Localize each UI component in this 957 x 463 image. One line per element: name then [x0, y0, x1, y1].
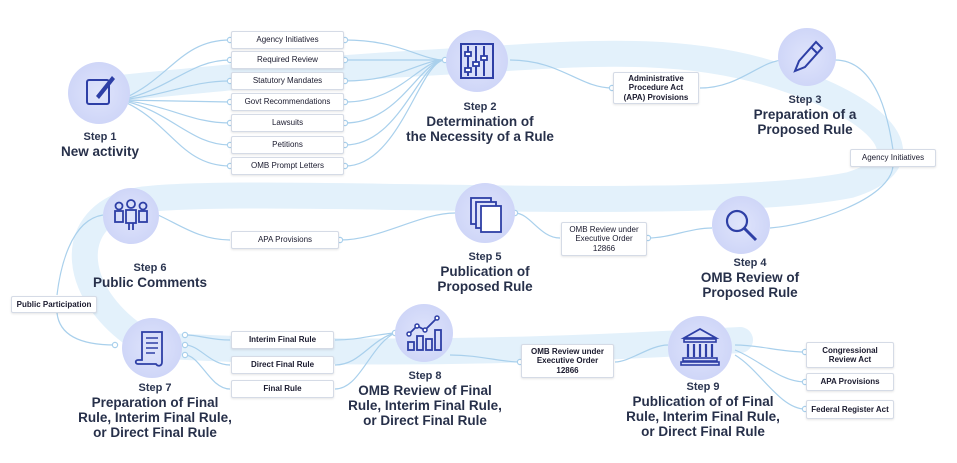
magnifier-icon — [712, 196, 770, 254]
step-title: OMB Review of Final — [358, 383, 492, 398]
input-govt-recommendations: Govt Recommendations — [231, 93, 344, 111]
step-2-label: Step 2 Determination of the Necessity of… — [400, 100, 560, 144]
apa-provisions-box-3: APA Provisions — [806, 373, 894, 391]
step-title: Determination of — [426, 114, 534, 129]
step-title: Preparation of Final — [91, 395, 219, 410]
step-number: Step 1 — [83, 131, 117, 143]
step-title: or Direct Final Rule — [93, 425, 217, 440]
step-9-label: Step 9 Publication of of Final Rule, Int… — [618, 380, 788, 439]
input-agency-initiatives: Agency Initiatives — [231, 31, 344, 49]
step-number: Step 9 — [686, 381, 720, 393]
step-title: New activity — [60, 144, 140, 159]
input-petitions: Petitions — [231, 136, 344, 154]
people-icon — [103, 188, 159, 244]
step-title: Proposed Rule — [702, 285, 798, 300]
federal-register-act-box: Federal Register Act — [806, 400, 894, 419]
step-title: Proposed Rule — [437, 279, 533, 294]
input-statutory-mandates: Statutory Mandates — [231, 72, 344, 90]
step-title: Publication of of Final — [632, 394, 774, 409]
sliders-icon — [446, 30, 508, 92]
scroll-icon — [122, 318, 182, 378]
courthouse-icon — [668, 316, 732, 380]
step-6-label: Step 6 Public Comments — [80, 261, 220, 290]
step-title: Rule, Interim Final Rule, — [626, 409, 780, 424]
step-number: Step 7 — [138, 382, 172, 394]
agency-initiatives-box: Agency Initiatives — [850, 149, 936, 167]
public-participation-box: Public Participation — [11, 296, 97, 313]
step-title: Rule, Interim Final Rule, — [348, 398, 502, 413]
step-title: OMB Review of — [700, 270, 800, 285]
step-title: or Direct Final Rule — [363, 413, 487, 428]
input-lawsuits: Lawsuits — [231, 114, 344, 132]
step-8-label: Step 8 OMB Review of Final Rule, Interim… — [340, 369, 510, 428]
pencil-note-icon — [68, 62, 130, 124]
step-title: Public Comments — [92, 275, 208, 290]
step-title: Publication of — [440, 264, 530, 279]
input-omb-prompt-letters: OMB Prompt Letters — [231, 157, 344, 175]
step-title: Preparation of a — [753, 107, 857, 122]
step-number: Step 5 — [468, 251, 502, 263]
apa-provisions-box: Administrative Procedure Act (APA) Provi… — [613, 72, 699, 104]
step-title: the Necessity of a Rule — [406, 129, 554, 144]
connector-lines — [56, 39, 894, 410]
final-rule-box: Final Rule — [231, 380, 334, 398]
step-number: Step 2 — [463, 101, 497, 113]
step-number: Step 4 — [733, 257, 767, 269]
step-7-label: Step 7 Preparation of Final Rule, Interi… — [70, 381, 240, 440]
pen-icon — [778, 28, 836, 86]
step-4-label: Step 4 OMB Review of Proposed Rule — [680, 256, 820, 300]
step-1-label: Step 1 New activity — [40, 130, 160, 159]
input-required-review: Required Review — [231, 51, 344, 69]
step-title: or Direct Final Rule — [641, 424, 765, 439]
omb-review-box-1: OMB Review under Executive Order 12866 — [561, 222, 647, 256]
documents-icon — [455, 183, 515, 243]
interim-final-rule-box: Interim Final Rule — [231, 331, 334, 349]
step-number: Step 3 — [788, 94, 822, 106]
apa-provisions-box-2: APA Provisions — [231, 231, 339, 249]
step-title: Rule, Interim Final Rule, — [78, 410, 232, 425]
step-3-label: Step 3 Preparation of a Proposed Rule — [740, 93, 870, 137]
step-number: Step 8 — [408, 370, 442, 382]
direct-final-rule-box: Direct Final Rule — [231, 356, 334, 374]
step-title: Proposed Rule — [757, 122, 853, 137]
chart-icon — [395, 304, 453, 362]
step-5-label: Step 5 Publication of Proposed Rule — [420, 250, 550, 294]
step-number: Step 6 — [133, 262, 167, 274]
congressional-review-act-box: Congressional Review Act — [806, 342, 894, 368]
omb-review-box-2: OMB Review under Executive Order 12866 — [521, 344, 614, 378]
